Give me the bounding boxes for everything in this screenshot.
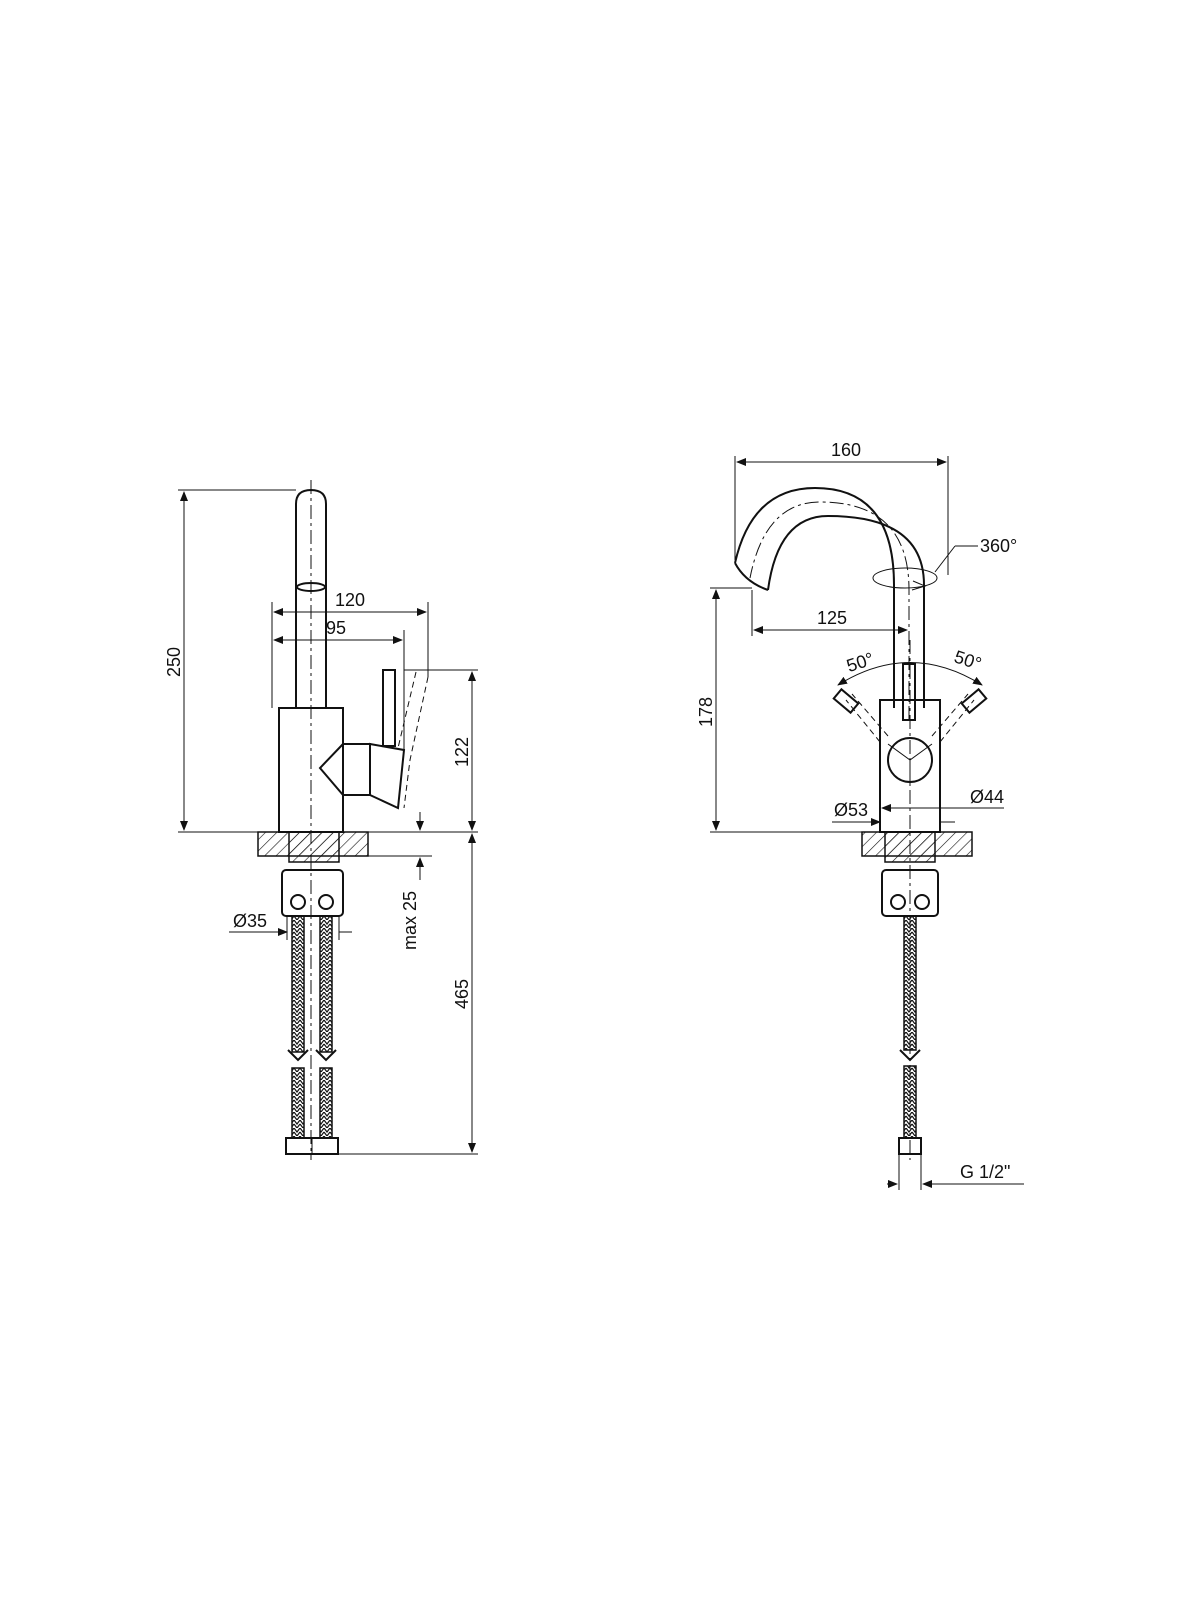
dim-hose-length: 465 [452,979,472,1009]
dim-lever-angle-left: 50° [844,649,876,676]
side-lever-base [369,742,406,810]
rotation-arrow [911,580,927,591]
dim-spout-height: 178 [696,697,716,727]
front-lever-rod [902,663,916,721]
lever-angle-arc [837,662,983,686]
side-break-marks [287,1049,337,1062]
front-spout-inner [767,514,925,708]
side-lever-rod [382,669,396,747]
front-hose-lower [903,1065,917,1139]
dim-rotation: 360° [980,536,1017,556]
dim-bore-diameter: Ø35 [233,911,267,931]
dim-body-diameter: Ø44 [970,787,1004,807]
front-break-marks [899,1049,921,1062]
front-hose-port-left [890,894,906,910]
front-lever-left-tip [832,687,860,715]
dim-max-thickness: max 25 [400,891,420,950]
rotation-ellipse [872,567,938,589]
side-lever-alt [397,671,429,809]
dim-spout-span: 160 [831,440,861,460]
side-hose-left-lower [291,1067,305,1139]
front-shank [884,831,936,863]
dim-lever-angle-right: 50° [952,647,984,674]
dim-base-diameter: Ø53 [834,800,868,820]
dim-thread: G 1/2" [960,1162,1010,1182]
front-hose-fitting [898,1137,922,1155]
dim-depth-inner: 95 [326,618,346,638]
front-hose-upper [903,915,917,1051]
front-hose-port-right [914,894,930,910]
side-nut [281,869,344,917]
dim-depth-outer: 120 [335,590,365,610]
side-handle-hub [318,743,371,796]
dim-body-height: 122 [452,737,472,767]
side-view: 250 120 95 122 max 25 465 Ø35 [164,480,478,1160]
front-lever-alt-left [845,693,889,743]
front-spout-tip [734,562,769,591]
side-shank [288,831,340,863]
side-hose-port-right [318,894,334,910]
front-view: 160 360° 125 50° 50° 178 Ø53 Ø44 G 1/2" [696,440,1024,1190]
side-hose-right-upper [319,915,333,1053]
front-spout-outer [734,486,895,708]
dim-spout-reach: 125 [817,608,847,628]
front-lever-right-tip [960,687,988,715]
side-hose-right-lower [319,1067,333,1139]
dim-height-total: 250 [164,647,184,677]
side-hose-left-upper [291,915,305,1053]
front-lever-alt-right [931,693,975,743]
side-hose-port-left [290,894,306,910]
